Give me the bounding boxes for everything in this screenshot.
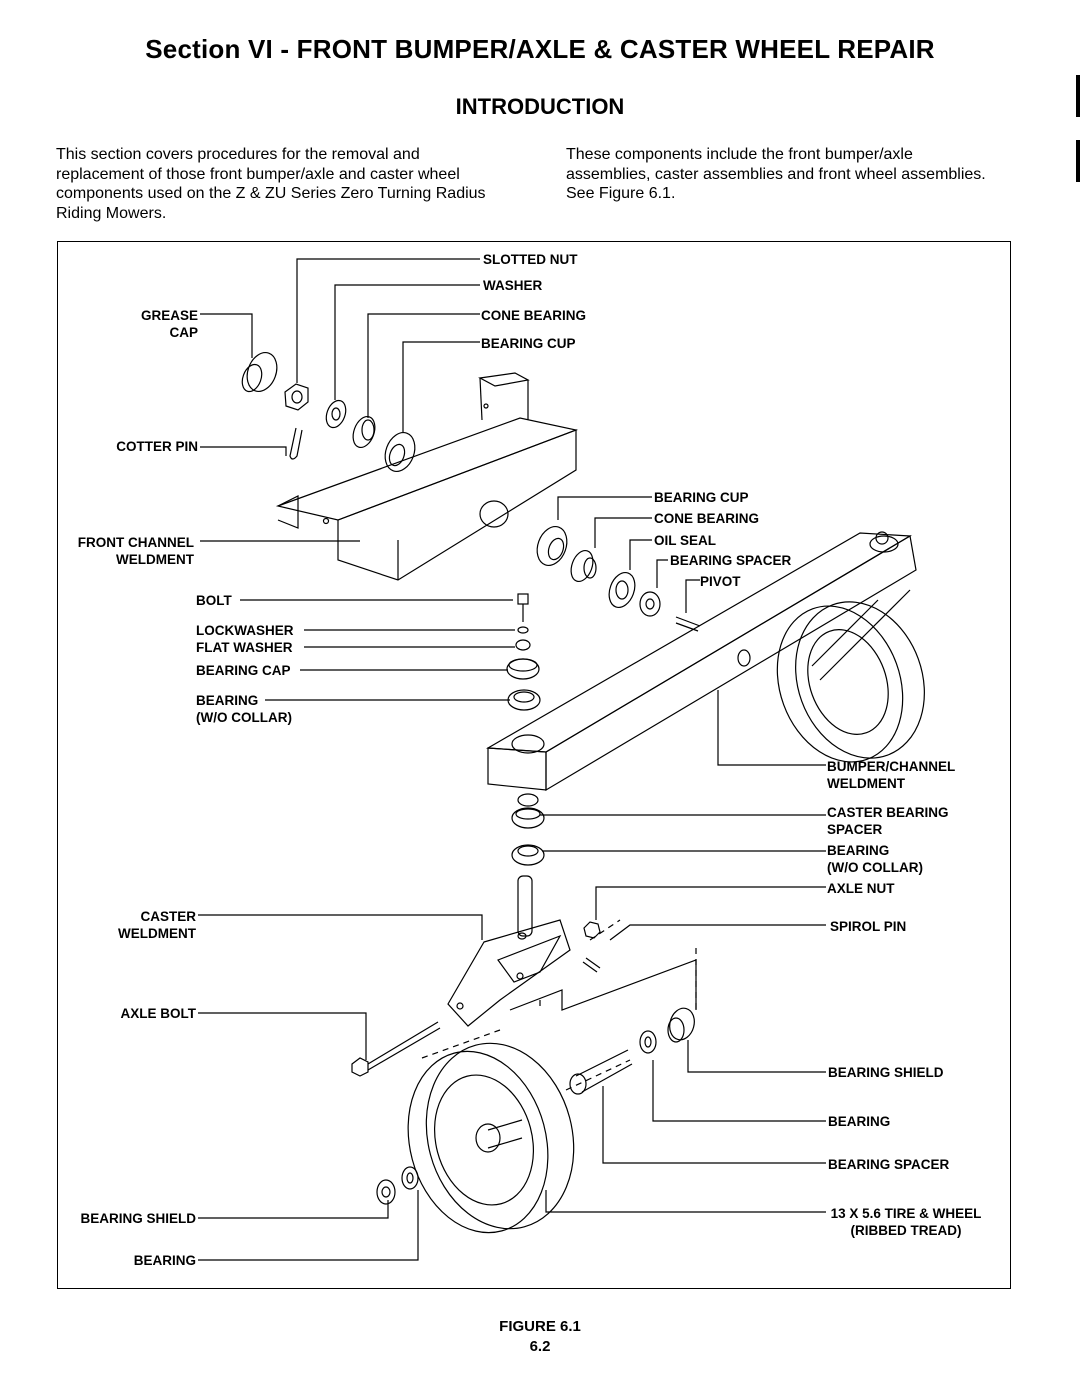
label-bearing-shield-right: BEARING SHIELD: [828, 1065, 944, 1080]
slotted-nut: [284, 383, 309, 411]
leader-bumper-channel: [717, 690, 826, 766]
label-bearing-cap: BEARING CAP: [196, 663, 291, 678]
label-slotted-nut: SLOTTED NUT: [483, 252, 578, 267]
spirol-pin: [582, 957, 601, 973]
bumper-channel-weldment: [485, 531, 917, 792]
cone-bearing-mid: [570, 549, 597, 583]
leader-tire-wheel: [545, 1190, 826, 1213]
bearing-left-low: [401, 1166, 419, 1190]
label-bearing-spacer-low: BEARING SPACER: [828, 1157, 950, 1172]
label-bearing-cup-top: BEARING CUP: [481, 336, 576, 351]
label-bearing-spacer-mid: BEARING SPACER: [670, 553, 792, 568]
axle-bolt: [351, 1021, 441, 1077]
label-washer: WASHER: [483, 278, 543, 293]
label-flat-washer: FLAT WASHER: [196, 640, 293, 655]
intro-paragraph-right: These components include the front bumpe…: [566, 146, 986, 202]
figure-frame: [57, 241, 1011, 1289]
scan-edge-mark: [1076, 75, 1080, 117]
front-channel-weldment: [275, 372, 579, 581]
leader-bearing-cup-mid: [557, 496, 652, 520]
label-bearing-cup-mid: BEARING CUP: [654, 490, 749, 505]
leader-cone-bearing-top: [367, 313, 480, 418]
section-subtitle: INTRODUCTION: [455, 94, 625, 119]
lower-bearing-stack: [511, 793, 545, 866]
label-cone-bearing-mid: CONE BEARING: [654, 511, 760, 526]
leader-cone-bearing-mid: [594, 517, 652, 548]
label-axle-nut: AXLE NUT: [827, 881, 895, 896]
leader-slotted-nut: [296, 258, 480, 383]
washer-top: [325, 399, 347, 429]
section-title: Section VI - FRONT BUMPER/AXLE & CASTER …: [145, 34, 935, 64]
leader-bearing-shield-left: [198, 1200, 389, 1219]
leader-bearing-left-low: [198, 1190, 419, 1261]
leader-washer: [334, 284, 480, 400]
label-bearing-wo-collar-right: BEARING(W/O COLLAR): [827, 843, 923, 875]
leader-bearing-right-low: [652, 1060, 826, 1122]
leader-spirol-pin: [609, 924, 826, 941]
bearing-right-low: [639, 1030, 657, 1054]
tire-and-wheel: [407, 1042, 575, 1234]
leader-grease-cap: [200, 313, 253, 358]
leader-bearing-cup-top: [402, 341, 480, 432]
bearing-cup-top: [384, 432, 416, 472]
leader-axle-nut: [595, 886, 826, 920]
caster-weldment: [447, 875, 571, 1027]
label-bearing-shield-left: BEARING SHIELD: [80, 1211, 196, 1226]
leader-bearing-spacer-mid: [656, 559, 668, 588]
cone-bearing-top: [352, 415, 376, 449]
label-oil-seal: OIL SEAL: [654, 533, 717, 548]
label-lockwasher: LOCKWASHER: [196, 623, 294, 638]
leader-pivot: [685, 579, 700, 613]
bearing-spacer-low: [569, 1049, 633, 1095]
label-cotter-pin: COTTER PIN: [116, 439, 198, 454]
scan-edge-mark: [1076, 140, 1080, 182]
label-spirol-pin: SPIROL PIN: [830, 919, 907, 934]
axle-nut: [583, 921, 601, 939]
label-axle-bolt: AXLE BOLT: [120, 1006, 197, 1021]
pivot: [675, 616, 701, 632]
leader-axle-bolt: [198, 1012, 367, 1060]
leader-bearing-shield-right: [687, 1040, 826, 1073]
bearing-shield-left: [376, 1179, 396, 1205]
intro-paragraph-left: This section covers procedures for the r…: [56, 146, 486, 222]
label-bearing-wo-collar-left: BEARING(W/O COLLAR): [196, 693, 292, 725]
label-bolt: BOLT: [196, 593, 232, 608]
cotter-pin: [289, 427, 303, 460]
bearing-shield-right: [667, 1007, 695, 1043]
label-bearing-left: BEARING: [133, 1253, 196, 1268]
bolt-stack: [506, 593, 541, 711]
label-bearing-right: BEARING: [828, 1114, 891, 1129]
upper-right-wheel: [776, 589, 925, 763]
oil-seal: [608, 571, 636, 609]
label-pivot: PIVOT: [700, 574, 741, 589]
label-tire-and-wheel: 13 X 5.6 TIRE & WHEEL(RIBBED TREAD): [830, 1206, 982, 1238]
leader-cotter-pin: [200, 446, 287, 456]
grease-cap: [241, 352, 278, 393]
bearing-cup-mid: [536, 526, 568, 566]
label-cone-bearing-top: CONE BEARING: [481, 308, 587, 323]
bearing-spacer-mid: [639, 591, 661, 617]
figure-caption: FIGURE 6.1: [499, 1318, 581, 1335]
page-number: 6.2: [529, 1338, 551, 1355]
leader-oil-seal: [629, 539, 652, 570]
leader-bearing-spacer-low: [602, 1086, 826, 1164]
leader-caster-weldment: [198, 914, 483, 940]
